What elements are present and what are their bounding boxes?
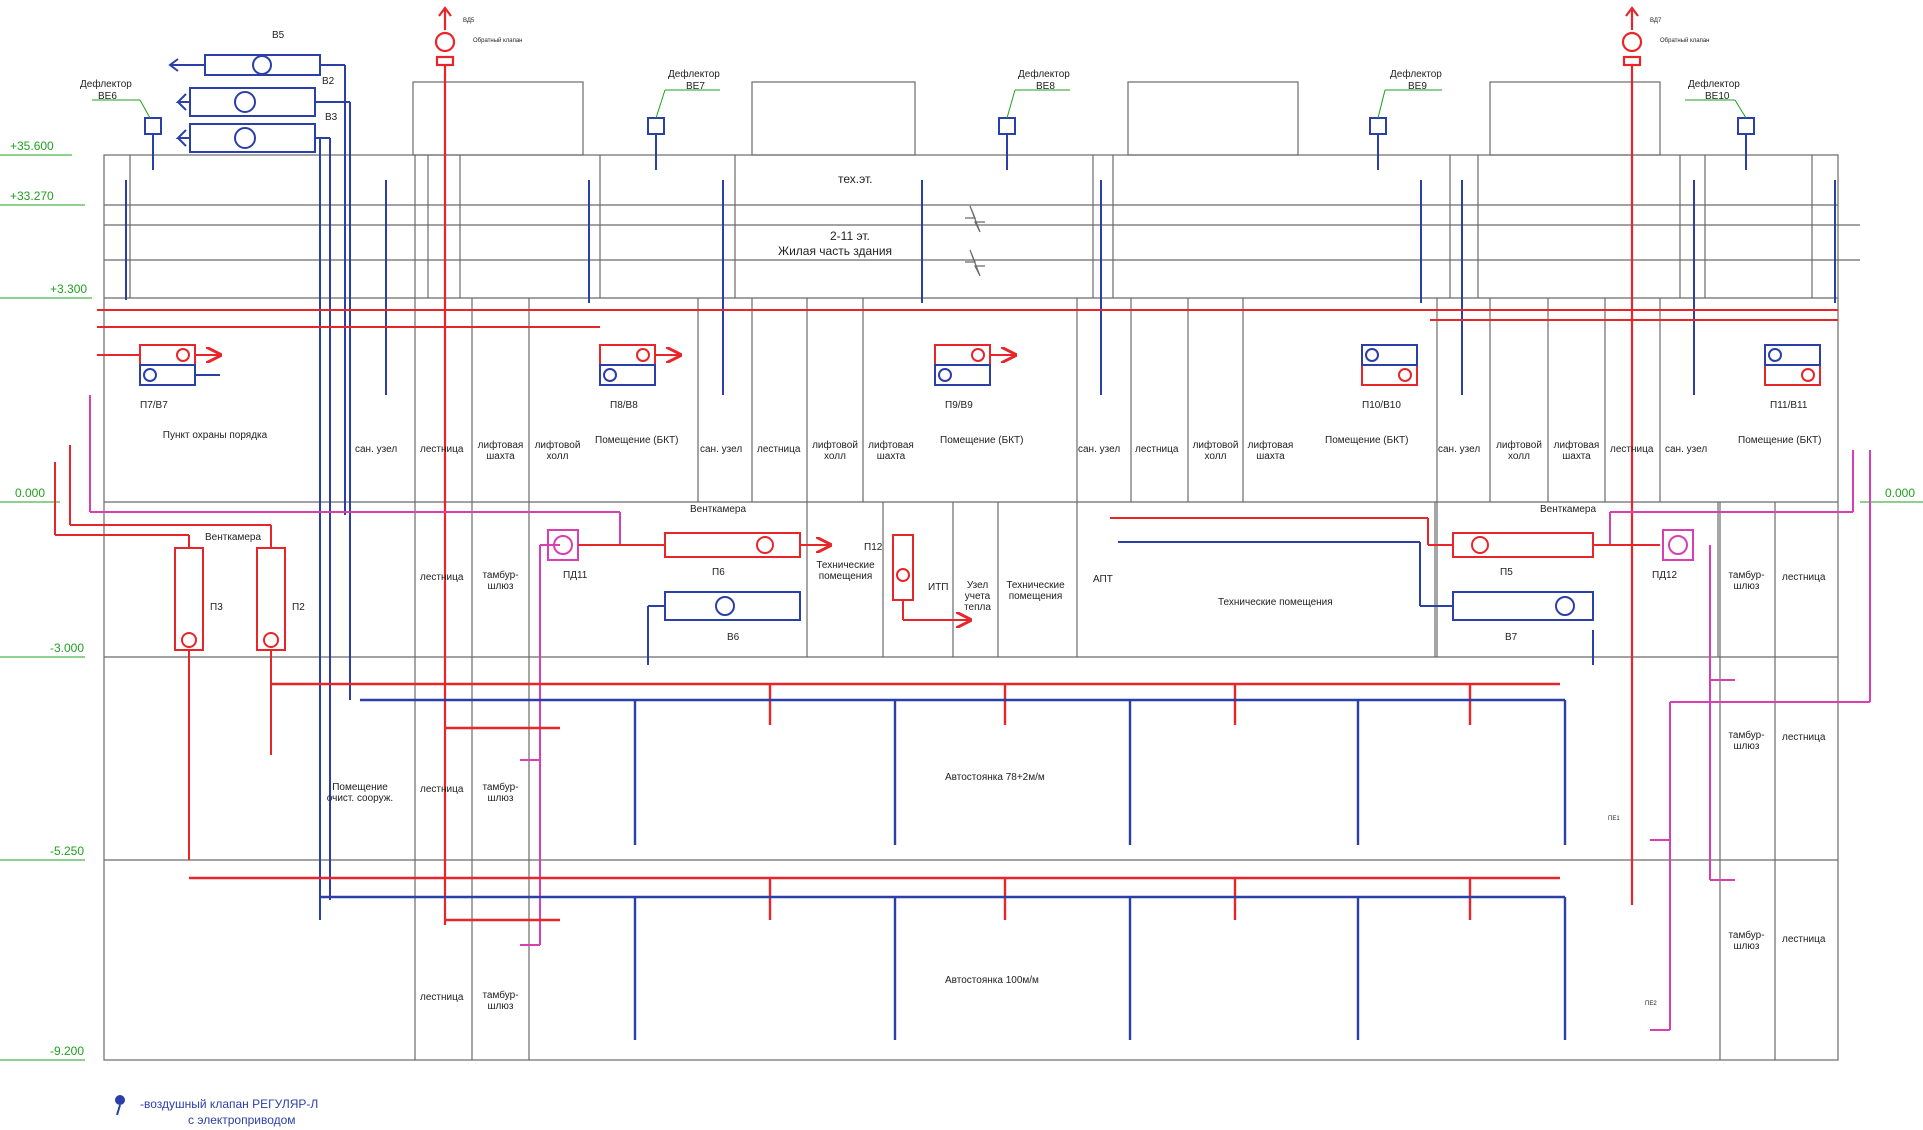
ground-ahu-p7	[139, 344, 220, 386]
svg-text:ИТП: ИТП	[928, 582, 948, 593]
parking-label: Автостоянка 100м/м	[945, 975, 1039, 986]
svg-text:лестница: лестница	[420, 572, 464, 583]
parking-exhaust-ducts	[320, 698, 1567, 1040]
ventchamber-label: Венткамера	[1540, 504, 1596, 515]
svg-text:сан. узел: сан. узел	[1438, 444, 1480, 455]
room-label: Помещение (БКТ)	[940, 435, 1023, 446]
basement1-labels: П3 П2 ПД11 П6 В6 П12 ИТП АПТ П5 В7 ПД12 …	[210, 542, 1826, 643]
pe-label: ПЕ1	[1608, 816, 1620, 822]
level-label: -5.250	[50, 844, 84, 858]
roof-unit-label: В5	[272, 30, 285, 41]
svg-text:В6: В6	[727, 632, 740, 643]
level-label: 0.000	[1885, 486, 1915, 500]
svg-text:сан. узел: сан. узел	[355, 444, 397, 455]
svg-text:П3: П3	[210, 602, 223, 613]
room-label: Пункт охраны порядка	[163, 430, 267, 441]
level-markers	[0, 154, 1923, 1061]
svg-text:лестница: лестница	[1782, 572, 1826, 583]
svg-text:ПД12: ПД12	[1652, 570, 1678, 581]
smoke-fan-valve: Обратный клапан	[473, 37, 522, 44]
svg-text:П2: П2	[292, 602, 305, 613]
deflector-id: ВЕ6	[98, 91, 117, 102]
level-label: -3.000	[50, 641, 84, 655]
smoke-fan-id: ВД5	[463, 18, 475, 24]
deflector-title: Дефлектор	[1390, 68, 1442, 80]
svg-text:сан. узел: сан. узел	[1078, 444, 1120, 455]
deflector-title: Дефлектор	[1018, 68, 1070, 80]
supply-ducts-ground	[97, 309, 1838, 356]
ahu-label: П8/В8	[610, 400, 638, 411]
svg-text:сан. узел: сан. узел	[700, 444, 742, 455]
deflector-id: ВЕ7	[686, 81, 705, 92]
deflector-labels	[92, 89, 1747, 119]
ground-room-labels: сан. узел лестница лифтовая шахта лифтов…	[355, 440, 1707, 462]
ahu-label: П10/В10	[1362, 400, 1401, 411]
svg-text:П6: П6	[712, 567, 725, 578]
parking-label: Автостоянка 78+2м/м	[945, 772, 1045, 783]
smoke-fan-valve: Обратный клапан	[1660, 37, 1709, 44]
legend-text: -воздушный клапан РЕГУЛЯР-Л	[140, 1097, 318, 1111]
svg-text:лестница: лестница	[1782, 732, 1826, 743]
roof-unit-label: В3	[325, 112, 338, 123]
svg-text:лестница: лестница	[420, 444, 464, 455]
deflector-title: Дефлектор	[668, 68, 720, 80]
svg-text:лестница: лестница	[1782, 934, 1826, 945]
svg-text:Технические помещения: Технические помещения	[1218, 597, 1333, 608]
ahu-label: П11/В11	[1770, 400, 1808, 411]
deflector-id: ВЕ8	[1036, 81, 1055, 92]
ventchamber-label: Венткамера	[205, 532, 261, 543]
svg-text:лестница: лестница	[420, 992, 464, 1003]
lower-basement-labels: Помещение очист. сооруж. лестница тамбур…	[327, 730, 1826, 1012]
svg-text:лестница: лестница	[1135, 444, 1179, 455]
pe-label: ПЕ2	[1645, 1001, 1657, 1007]
legend-valve-icon	[115, 1095, 125, 1116]
roof-unit-label: В2	[322, 76, 335, 87]
ground-ahu-p11	[1764, 344, 1821, 386]
ground-ahu-p10	[1361, 344, 1418, 386]
ground-ahu-p9	[934, 344, 1015, 386]
room-label: Помещение (БКТ)	[595, 435, 678, 446]
svg-text:сан. узел: сан. узел	[1665, 444, 1707, 455]
legend-text: с электроприводом	[188, 1113, 296, 1127]
smoke-exhaust-risers	[434, 6, 1643, 925]
svg-text:лестница: лестница	[757, 444, 801, 455]
svg-text:лестница: лестница	[420, 784, 464, 795]
svg-text:П12: П12	[864, 542, 883, 553]
level-label: +3.300	[50, 282, 87, 296]
level-label: 0.000	[15, 486, 45, 500]
svg-text:П5: П5	[1500, 567, 1513, 578]
ahu-label: П9/В9	[945, 400, 973, 411]
floors-label: 2-11 эт.	[830, 229, 870, 243]
deflector-group	[144, 117, 1755, 170]
pressurisation-ducts	[89, 395, 1871, 1031]
deflector-id: ВЕ9	[1408, 81, 1427, 92]
level-label: -9.200	[50, 1044, 84, 1058]
ahu-label: П7/В7	[140, 400, 168, 411]
parking-supply-ducts	[189, 682, 1560, 922]
roof-fan-units	[168, 54, 351, 920]
svg-text:В7: В7	[1505, 632, 1518, 643]
basement1-units	[54, 445, 1694, 860]
residential-label: Жилая часть здания	[778, 244, 892, 258]
exhaust-risers	[125, 180, 1836, 395]
level-label: +35.600	[10, 139, 54, 153]
tech-floor-label: тех.эт.	[838, 172, 872, 186]
building-walls	[103, 81, 1860, 1061]
deflector-title: Дефлектор	[80, 78, 132, 90]
svg-text:АПТ: АПТ	[1093, 574, 1113, 585]
deflector-id: ВЕ10	[1705, 91, 1730, 102]
deflector-title: Дефлектор	[1688, 78, 1740, 90]
ventchamber-label: Венткамера	[690, 504, 746, 515]
svg-text:ПД11: ПД11	[563, 570, 588, 581]
level-label: +33.270	[10, 189, 54, 203]
room-label: Помещение (БКТ)	[1325, 435, 1408, 446]
svg-text:лестница: лестница	[1610, 444, 1654, 455]
ground-ahu-p8	[599, 344, 680, 386]
room-label: Помещение (БКТ)	[1738, 435, 1821, 446]
smoke-fan-id: ВД7	[1650, 18, 1662, 24]
